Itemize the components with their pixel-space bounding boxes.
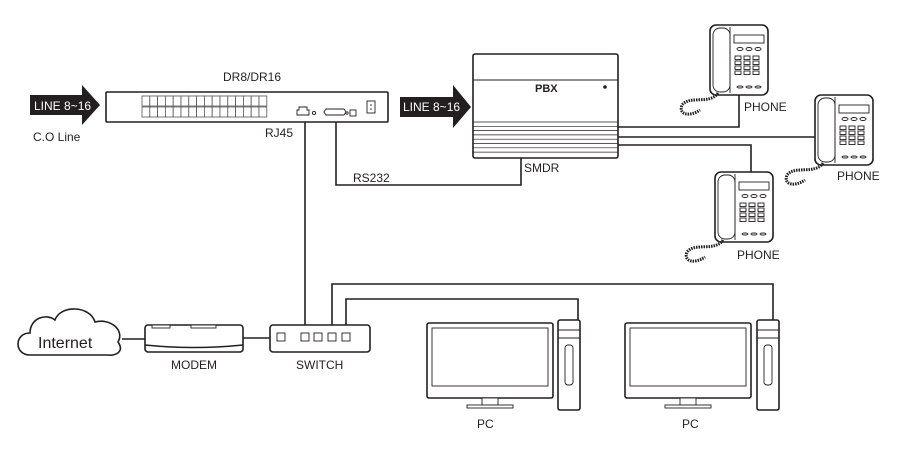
line-port-grid <box>141 95 268 118</box>
uplink-port <box>276 332 286 342</box>
line-port <box>250 95 260 107</box>
cloud-icon <box>17 308 122 356</box>
phone3-line <box>618 144 752 174</box>
line-port <box>164 95 174 107</box>
switch-port-1 <box>300 332 310 342</box>
line-port <box>196 95 205 107</box>
recorder-device <box>105 91 389 123</box>
phone-icon <box>679 24 769 116</box>
rs232-port-icon <box>323 108 347 116</box>
line-port <box>258 95 268 107</box>
line-port <box>157 95 166 107</box>
line-in-label-2: LINE 8~16 <box>403 100 460 114</box>
phone-label-2: PHONE <box>837 169 880 183</box>
line-port <box>157 106 166 118</box>
pc-label-1: PC <box>477 417 494 431</box>
arrow-right-icon <box>30 85 100 125</box>
switch-port-3 <box>327 332 337 342</box>
line-port <box>172 106 182 118</box>
modem-device <box>144 324 244 353</box>
connections <box>122 94 816 340</box>
line-arrow-1: LINE 8~16 <box>30 85 100 125</box>
line-port <box>235 95 244 107</box>
rs232-label: RS232 <box>353 171 390 185</box>
line-port <box>141 106 151 118</box>
line-port <box>180 106 190 118</box>
rs232-cable <box>335 112 522 186</box>
pc-icon <box>426 319 581 411</box>
line-port <box>164 106 174 118</box>
switch-port-2 <box>313 332 323 342</box>
line-in-label-1: LINE 8~16 <box>34 99 91 113</box>
smdr-label: SMDR <box>524 161 560 175</box>
phone-icon <box>684 171 774 263</box>
line-port <box>219 106 229 118</box>
switch-port-4 <box>341 332 351 342</box>
modem-label: MODEM <box>171 358 217 372</box>
switch-device <box>269 324 371 353</box>
line-port <box>141 95 151 107</box>
line-port <box>219 95 229 107</box>
pbx-label: PBX <box>535 83 558 95</box>
line-port <box>196 106 205 118</box>
internet-label: Internet <box>38 335 93 352</box>
phone-label-3: PHONE <box>737 248 780 262</box>
power-socket-icon <box>366 100 376 114</box>
internet-cloud: Internet <box>17 308 122 356</box>
line-port <box>258 106 268 118</box>
line-port <box>235 106 244 118</box>
pbx-vents <box>473 121 618 153</box>
phone1-line <box>618 94 740 128</box>
pbx-led-icon <box>603 85 607 89</box>
line-port <box>149 95 159 107</box>
line-port <box>188 95 198 107</box>
line-port <box>188 106 198 118</box>
line-port <box>242 95 252 107</box>
pc-label-2: PC <box>682 417 699 431</box>
line-port <box>211 95 221 107</box>
line-port <box>250 106 260 118</box>
line-port <box>203 106 213 118</box>
pc2-cable <box>331 283 774 333</box>
phone-icon <box>784 94 874 186</box>
line-port <box>211 106 221 118</box>
line-port <box>227 106 237 118</box>
pc-icon <box>624 319 780 411</box>
led-icon <box>311 110 317 116</box>
line-port <box>180 95 190 107</box>
switch-label: SWITCH <box>296 358 343 372</box>
pbx-device: PBX <box>472 53 619 159</box>
line-arrow-2: LINE 8~16 <box>400 85 471 128</box>
line-port <box>242 106 252 118</box>
rj45-label: RJ45 <box>265 126 293 140</box>
line-port <box>149 106 159 118</box>
recorder-label: DR8/DR16 <box>223 70 281 84</box>
arrow-right-icon <box>400 85 471 128</box>
pc1-cable <box>345 298 579 333</box>
switch-icon <box>349 109 357 117</box>
phone-label-1: PHONE <box>744 100 787 114</box>
line-port <box>172 95 182 107</box>
line-port <box>227 95 237 107</box>
rj45-port-icon <box>296 106 310 116</box>
co-line-label: C.O Line <box>33 130 81 144</box>
line-port <box>203 95 213 107</box>
